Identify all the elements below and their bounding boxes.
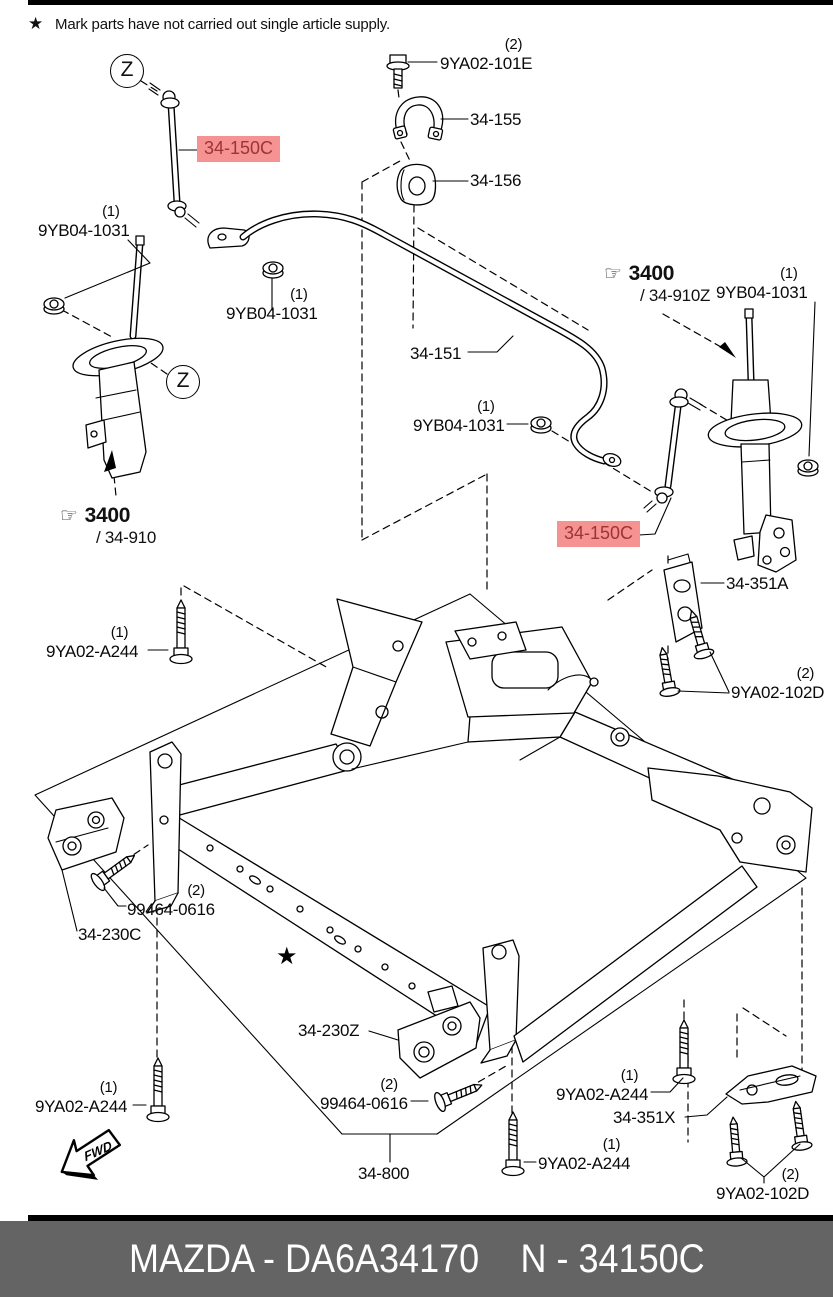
footer-catalog-code: MAZDA - DA6A34170 — [128, 1236, 479, 1281]
clamp-34-155-drawing — [392, 96, 444, 141]
note-line: ★ Mark parts have not carried out single … — [28, 14, 390, 34]
crossmember-34-800-drawing — [146, 598, 813, 1064]
nut-9yb04-1031-icon — [797, 459, 819, 477]
bolt-9ya02-102d-icon — [651, 645, 682, 699]
bushing-34-156-drawing — [396, 163, 437, 206]
bolt-99464-0616-icon — [431, 1075, 487, 1114]
mount-34-230z-drawing — [397, 985, 481, 1079]
qty-badge: (1) — [99, 1079, 118, 1096]
bolt-9ya02-102d-icon — [722, 1115, 748, 1168]
footer-rule — [28, 1215, 833, 1221]
part-label: 34-230Z — [298, 1021, 360, 1040]
part-label: (1)9YA02-A244 — [46, 624, 139, 661]
leader-lines — [61, 61, 816, 1184]
qty-badge: (2) — [187, 882, 205, 899]
qty-badge: (2) — [796, 665, 815, 682]
bolt-9ya02-101e-icon — [386, 54, 410, 89]
hand-icon: ☞ — [60, 505, 78, 527]
nut-9yb04-1031-icon — [262, 261, 284, 279]
part-label: (1)9YB04-1031 — [38, 203, 130, 240]
star-mark: ★ — [276, 943, 298, 970]
footer-part-number: N - 34150C — [520, 1236, 705, 1281]
part-label: (1)9YA02-A244 — [538, 1136, 631, 1173]
part-label: (1)9YB04-1031 — [226, 286, 318, 323]
bolt-9ya02-102d-icon — [785, 1099, 814, 1153]
footer-text: MAZDA - DA6A34170 N - 34150C — [129, 1237, 705, 1282]
bolt-9ya02-a244-icon — [169, 599, 193, 665]
highlighted-part-label: 34-150C — [557, 521, 641, 547]
qty-badge: (2) — [504, 36, 523, 53]
part-label: (1)9YA02-A244 — [556, 1067, 649, 1104]
top-rule — [28, 0, 833, 5]
bolt-9ya02-a244-icon — [672, 1019, 696, 1085]
part-label: (2)9YA02-101E — [440, 36, 533, 73]
ref-arrow-right-strut — [719, 342, 736, 358]
highlighted-part-label: 34-150C — [197, 136, 281, 162]
part-label: 34-155 — [470, 110, 522, 129]
part-label: 34-351A — [726, 574, 789, 593]
part-label: (1)9YB04-1031 — [716, 265, 808, 302]
view-callout-z: Z — [110, 54, 144, 88]
part-label: 34-351X — [613, 1108, 676, 1127]
part-label: (1)9YA02-A244 — [35, 1079, 128, 1116]
qty-badge: (1) — [620, 1067, 639, 1084]
part-label: (1)9YB04-1031 — [413, 398, 505, 435]
qty-badge: (1) — [102, 203, 120, 220]
note-text: Mark parts have not carried out single a… — [55, 16, 390, 33]
qty-badge: (2) — [380, 1076, 398, 1093]
bracket-34-351x-drawing — [725, 1065, 817, 1105]
right-strut-drawing — [707, 308, 803, 573]
hand-icon: ☞ — [604, 263, 622, 285]
dashed-guides — [61, 80, 803, 1143]
part-label: (2)9YA02-102D — [731, 665, 825, 702]
part-label: 34-151 — [410, 344, 462, 363]
stabilizer-bar-34-151-drawing — [207, 210, 622, 467]
ref-label-34-910z: ☞3400 / 34-910Z — [604, 262, 711, 305]
qty-badge: (1) — [477, 398, 495, 415]
part-label: (2)99464-0616 — [320, 1076, 408, 1113]
fwd-arrow: FWD — [60, 1128, 122, 1180]
qty-badge: (1) — [780, 265, 798, 282]
qty-badge: (1) — [110, 624, 129, 641]
bolt-9ya02-a244-icon — [501, 1111, 525, 1177]
part-label: 34-230C — [78, 925, 142, 944]
star-icon: ★ — [28, 14, 44, 33]
nut-9yb04-1031-icon — [530, 416, 552, 434]
mount-34-230c-drawing — [47, 797, 125, 871]
nut-9yb04-1031-icon — [43, 297, 65, 315]
bolt-9ya02-a244-icon — [146, 1057, 170, 1123]
qty-badge: (1) — [290, 286, 308, 303]
part-label: (2)99464-0616 — [127, 882, 215, 919]
footer-bar: MAZDA - DA6A34170 N - 34150C — [0, 1221, 833, 1297]
part-label: 34-156 — [470, 171, 522, 190]
part-label: 34-800 — [358, 1164, 410, 1183]
stabilizer-link-right-drawing — [643, 388, 703, 513]
part-label: (2)9YA02-102D — [716, 1166, 810, 1203]
qty-badge: (1) — [602, 1136, 621, 1153]
qty-badge: (2) — [781, 1166, 800, 1183]
left-strut-drawing — [72, 235, 164, 479]
stabilizer-link-left-drawing — [148, 82, 200, 228]
view-callout-z: Z — [166, 365, 200, 399]
ref-label-34-910: ☞3400 / 34-910 — [60, 504, 156, 547]
